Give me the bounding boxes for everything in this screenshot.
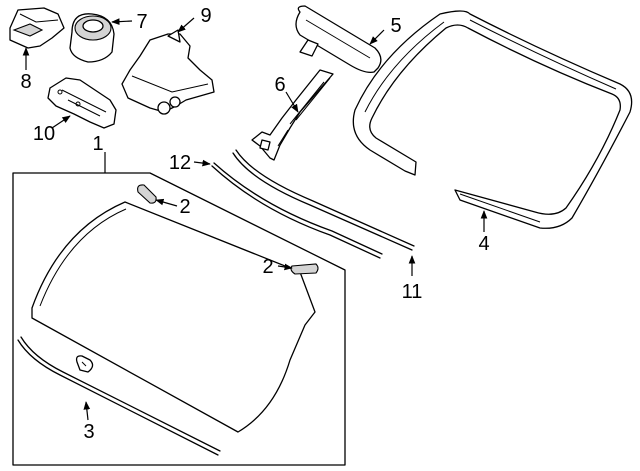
part-12-upper-moulding bbox=[211, 162, 383, 259]
part-2-lower-pad bbox=[290, 263, 319, 275]
callout-10: 10 bbox=[33, 123, 55, 145]
part-7-rain-sensor bbox=[69, 13, 115, 63]
part-1-windshield-assembly bbox=[12, 172, 346, 466]
leader-lines bbox=[22, 17, 488, 421]
callout-11: 11 bbox=[402, 281, 423, 303]
part-3-lower-moulding bbox=[17, 336, 221, 456]
part-11-upper-moulding bbox=[232, 149, 415, 251]
callout-7: 7 bbox=[136, 11, 147, 33]
callout-8: 8 bbox=[20, 71, 31, 93]
callout-4: 4 bbox=[478, 233, 489, 255]
callout-6: 6 bbox=[274, 74, 285, 96]
part-9-sensor-bracket bbox=[121, 29, 215, 115]
part-4-weatherstrip bbox=[352, 10, 633, 229]
callout-12: 12 bbox=[169, 152, 191, 174]
part-8-clip bbox=[9, 7, 65, 49]
part-6-bracket bbox=[251, 69, 334, 161]
callout-9: 9 bbox=[200, 5, 211, 27]
part-5-rearview-mirror bbox=[295, 5, 382, 73]
part-2-upper-pad bbox=[137, 184, 157, 204]
callout-2-lower: 2 bbox=[262, 256, 273, 278]
callout-3: 3 bbox=[83, 421, 94, 443]
callout-5: 5 bbox=[390, 15, 401, 37]
callout-2-upper: 2 bbox=[179, 196, 190, 218]
callout-1: 1 bbox=[92, 133, 103, 155]
part-10-mounting-plate bbox=[47, 77, 117, 129]
